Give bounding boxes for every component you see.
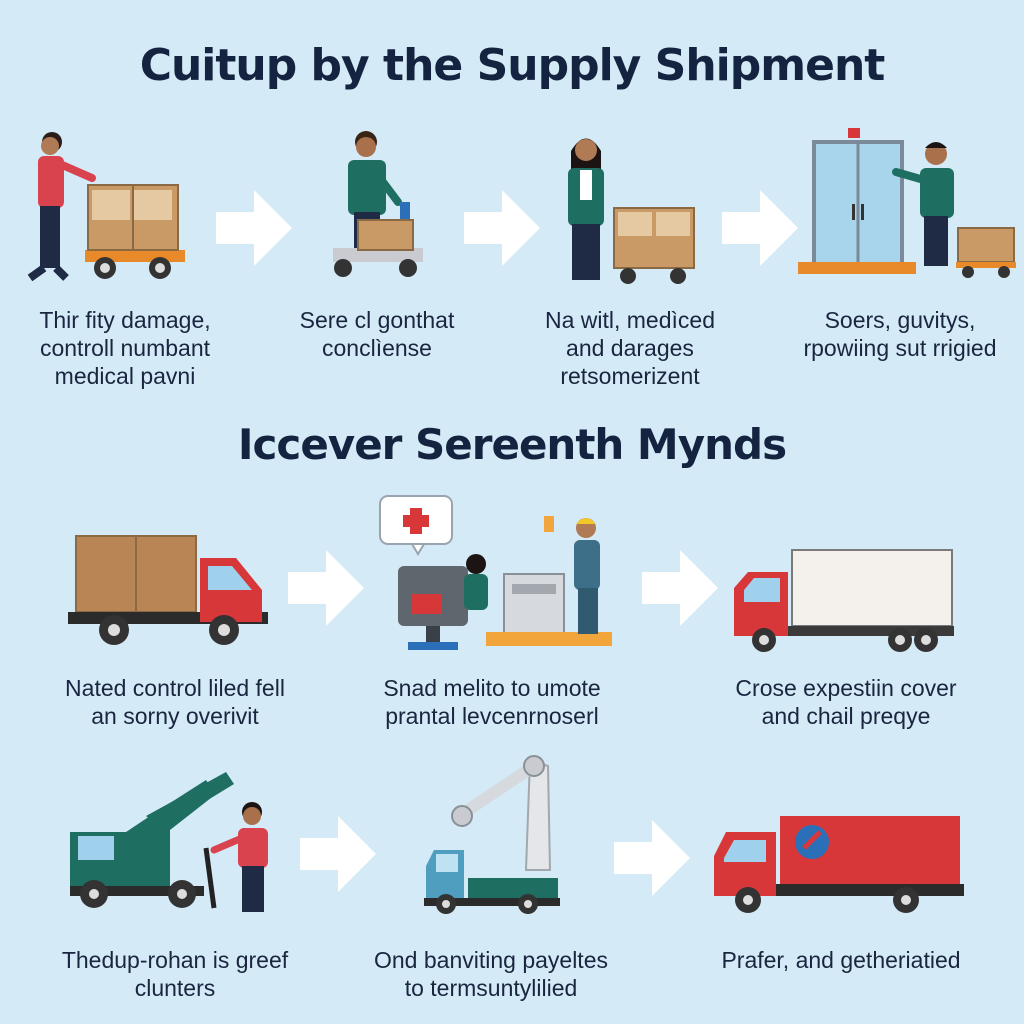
- scene-glass-door-worker: [796, 124, 1021, 284]
- scene-medical-equipment-handling: [378, 494, 618, 654]
- arrow-right-icon: [300, 816, 376, 892]
- arrow-right-icon: [642, 550, 718, 626]
- caption-row3-step2: Ond banviting payeltes to termsuntylilie…: [374, 947, 608, 1001]
- scene-crane-truck-worker: [66, 768, 280, 918]
- caption-row3-step3: Prafer, and getheriatied: [721, 947, 961, 973]
- arrow-right-icon: [216, 190, 292, 266]
- section-title-middle: Iccever Sereenth Mynds: [237, 420, 787, 469]
- caption-row1-step4: Soers, guvitys, rpowiing sut rrigied: [803, 307, 997, 361]
- arrow-right-icon: [614, 820, 690, 896]
- section-title-top: Cuitup by the Supply Shipment: [139, 40, 886, 91]
- scene-cargo-truck: [64, 530, 274, 655]
- arrow-right-icon: [722, 190, 798, 266]
- scene-white-box-truck: [728, 544, 960, 659]
- caption-row2-step1: Nated control liled fell an sorny overiv…: [65, 675, 285, 729]
- scene-woman-with-boxes: [556, 126, 706, 286]
- caption-row3-step1: Thedup-rohan is greef clunters: [61, 947, 289, 1001]
- scene-worker-hand-truck: [318, 120, 428, 280]
- caption-row2-step2: Snad melito to umote prantal levcenrnose…: [383, 675, 601, 729]
- medical-box-icon: [795, 825, 829, 859]
- caption-row1-step1: Thir fity damage, controll numbant medic…: [39, 307, 211, 389]
- caption-row1-step3: Na witl, medìced and darages retsomerize…: [544, 307, 715, 389]
- arrow-right-icon: [464, 190, 540, 266]
- scene-truck-robotic-arm: [418, 750, 568, 915]
- caption-row1-step2: Sere cl gonthat conclìense: [299, 307, 455, 361]
- scene-worker-carrying-box: [20, 120, 200, 285]
- caption-row2-step3: Crose expestiin cover and chail preqye: [735, 675, 957, 729]
- medical-cross-icon: [403, 508, 429, 534]
- scene-red-delivery-truck: [710, 812, 966, 922]
- arrow-right-icon: [288, 550, 364, 626]
